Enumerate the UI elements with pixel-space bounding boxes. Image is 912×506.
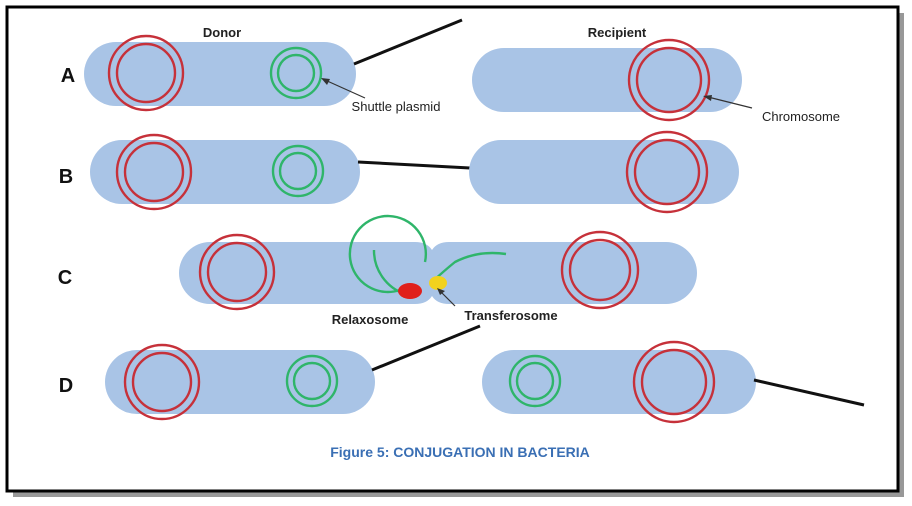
chromosome-donor-c	[198, 233, 276, 311]
pilus-b	[357, 160, 471, 170]
shuttle-plasmid-arrowhead	[321, 78, 330, 85]
donor-cell-b	[90, 140, 360, 204]
transferosome-arrowhead	[437, 288, 445, 295]
plasmid-donor-d	[285, 354, 339, 408]
recipient-cell-b	[469, 140, 739, 204]
plasmid-donor-a	[269, 46, 323, 100]
transferosome-dot	[429, 276, 447, 290]
figure-caption: Figure 5: CONJUGATION IN BACTERIA	[330, 444, 590, 460]
shuttle-plasmid-label: Shuttle plasmid	[352, 99, 441, 114]
row-label-c: C	[58, 267, 72, 289]
chromosome-recipient-c	[560, 230, 640, 310]
transferosome-label: Transferosome	[464, 308, 557, 323]
transferred-strand-c	[431, 251, 507, 283]
relaxosome-label: Relaxosome	[332, 312, 409, 327]
row-label-d: D	[59, 375, 73, 397]
pilus-d-donor	[371, 324, 481, 372]
row-label-b: B	[59, 166, 73, 188]
pilus-a	[353, 18, 463, 66]
chromosome-donor-d	[123, 343, 201, 421]
chromosome-recipient-b	[625, 130, 709, 214]
plasmid-recipient-d	[508, 354, 562, 408]
chromosome-label: Chromosome	[762, 109, 840, 124]
chromosome-arrowhead	[703, 95, 712, 101]
recipient-header: Recipient	[588, 25, 647, 40]
transferosome-arrow	[439, 290, 456, 307]
relaxosome-dot	[398, 283, 422, 299]
chromosome-recipient-d	[632, 340, 716, 424]
plasmid-donor-b	[271, 144, 325, 198]
recipient-cell-a	[472, 48, 742, 112]
chromosome-donor-b	[115, 133, 193, 211]
shuttle-plasmid-arrow	[324, 79, 366, 99]
donor-header: Donor	[203, 25, 241, 40]
pilus-d-recipient	[753, 378, 865, 407]
chromosome-recipient-a	[627, 38, 711, 122]
row-label-a: A	[61, 65, 75, 87]
recipient-cell-d	[482, 350, 756, 414]
chromosome-arrow	[707, 96, 753, 109]
chromosome-donor-a	[107, 34, 185, 112]
